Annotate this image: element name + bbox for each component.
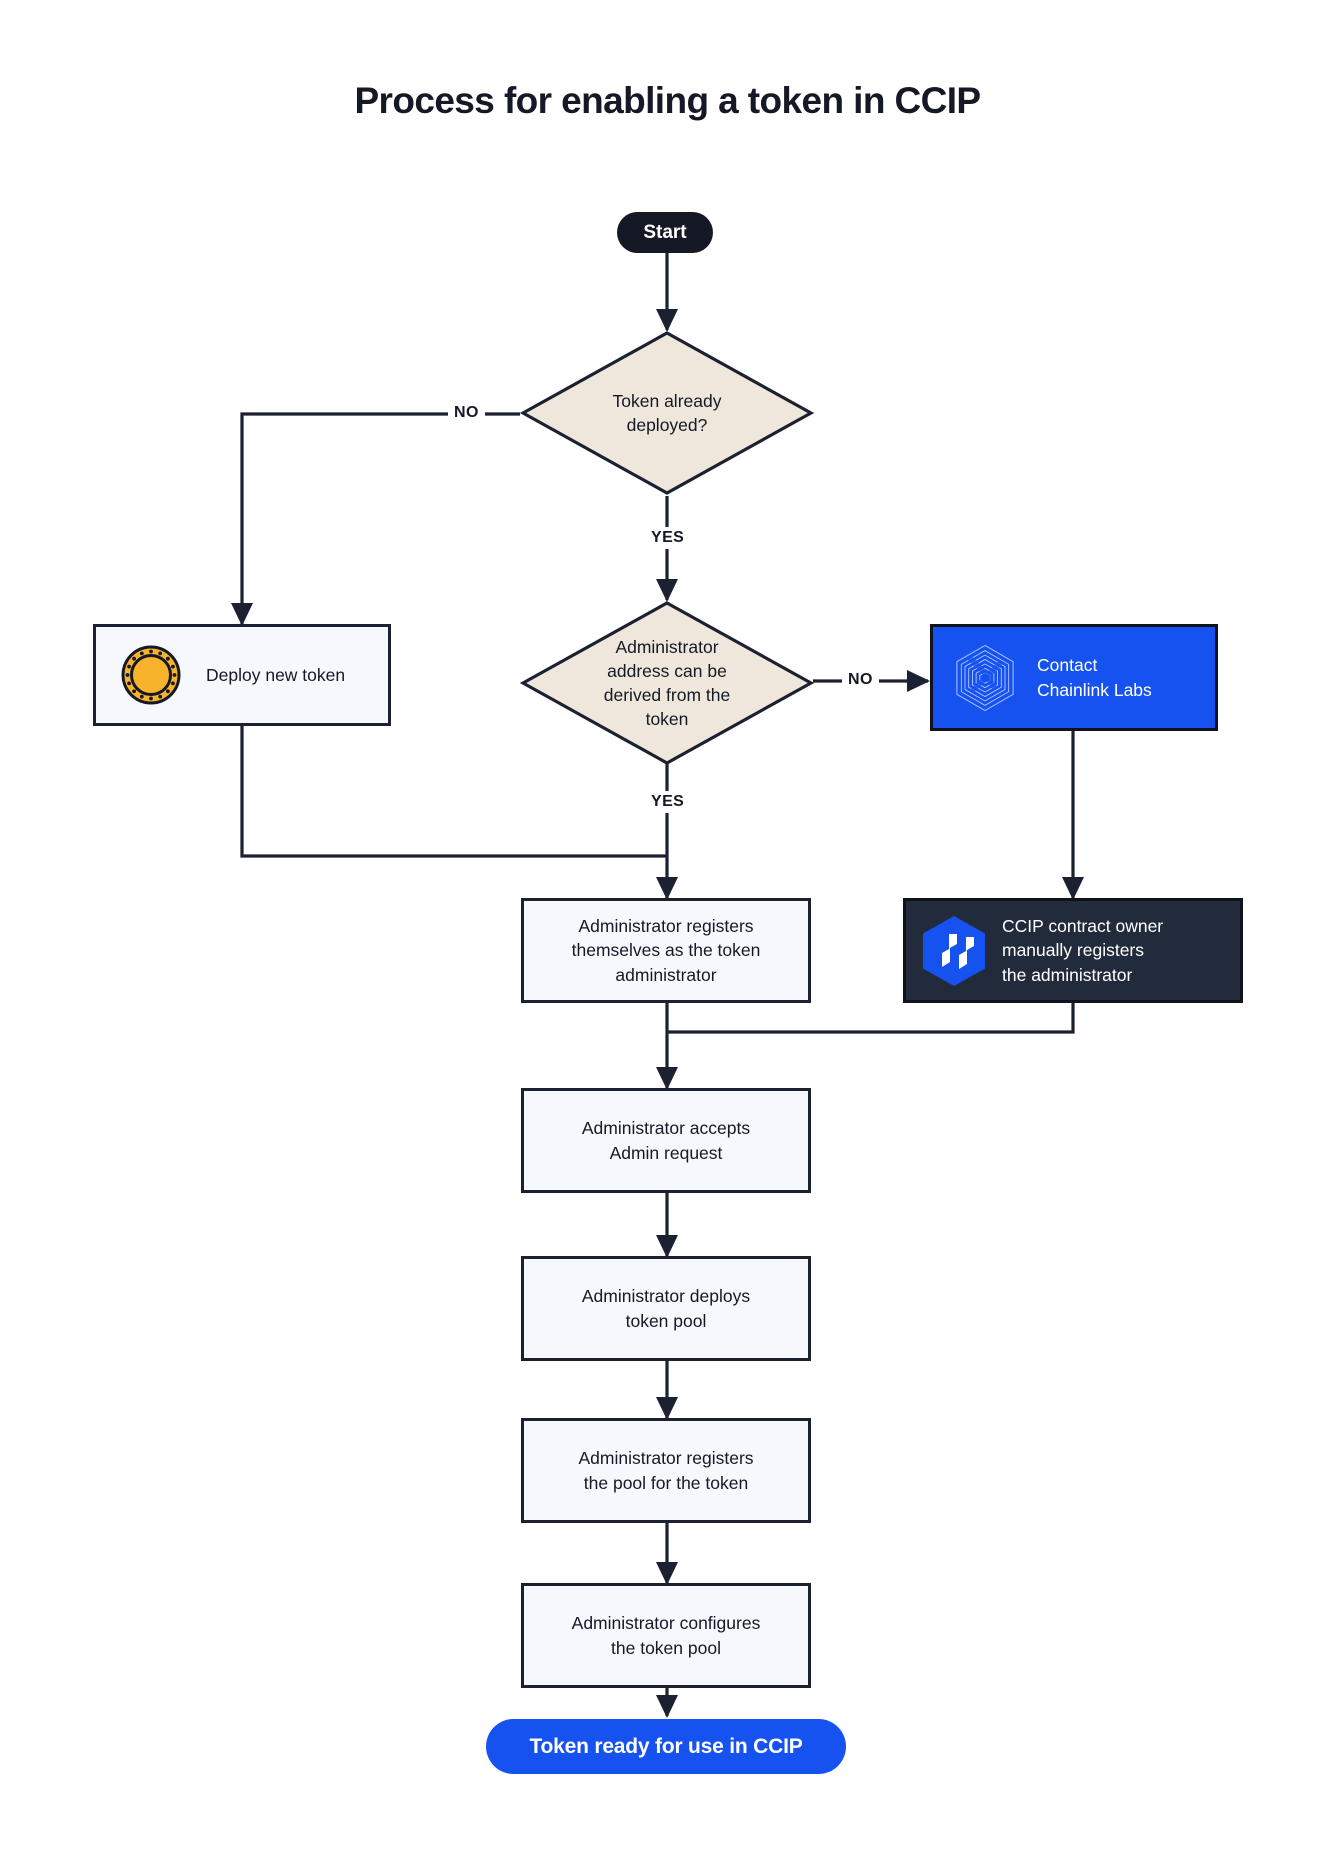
edge-label-yes-token-deployed: YES: [645, 527, 691, 549]
node-ccip-owner-registers-admin-label: CCIP contract owner manually registers t…: [1002, 914, 1163, 986]
text-line: administrator: [615, 964, 717, 985]
text-line: Administrator deploys: [581, 1286, 751, 1307]
text-line: Administrator registers: [578, 1448, 754, 1469]
node-deploy-new-token[interactable]: Deploy new token: [93, 624, 391, 726]
node-admin-registers-self[interactable]: Administrator registers themselves as th…: [521, 898, 811, 1003]
node-decision-token-deployed[interactable]: Token already deployed?: [520, 330, 814, 496]
node-decision-admin-derivable[interactable]: Administrator address can be derived fro…: [520, 600, 814, 766]
gold-coin-icon: [96, 644, 206, 706]
text-line: Chainlink Labs: [1037, 679, 1152, 700]
text-line: Contact: [1037, 655, 1098, 676]
text-line: the token pool: [611, 1637, 721, 1658]
diamond-shape: [520, 601, 814, 765]
text-line: Admin request: [609, 1142, 723, 1163]
diamond-shape: [520, 331, 814, 495]
node-admin-registers-self-label: Administrator registers themselves as th…: [572, 914, 761, 986]
text-line: the administrator: [1002, 964, 1133, 985]
node-contact-chainlink-labs[interactable]: Contact Chainlink Labs: [930, 624, 1218, 731]
node-admin-accepts-request[interactable]: Administrator accepts Admin request: [521, 1088, 811, 1193]
text-line: the pool for the token: [583, 1472, 749, 1493]
text-line: Administrator registers: [578, 916, 754, 937]
node-contact-chainlink-labs-label: Contact Chainlink Labs: [1037, 653, 1152, 701]
node-admin-configures-pool[interactable]: Administrator configures the token pool: [521, 1583, 811, 1688]
text-line: Administrator configures: [571, 1613, 761, 1634]
text-line: manually registers: [1002, 940, 1144, 961]
ccip-hexagon-logo-icon: [906, 915, 1002, 987]
text-line: token: [645, 709, 689, 730]
node-admin-registers-pool[interactable]: Administrator registers the pool for the…: [521, 1418, 811, 1523]
node-admin-deploys-pool[interactable]: Administrator deploys token pool: [521, 1256, 811, 1361]
text-line: deployed?: [626, 415, 708, 435]
text-line: themselves as the token: [571, 940, 761, 961]
text-line: CCIP contract owner: [1002, 916, 1164, 937]
node-decision-admin-derivable-label: Administrator address can be derived fro…: [520, 600, 814, 766]
node-admin-registers-pool-label: Administrator registers the pool for the…: [578, 1446, 753, 1494]
text-line: address can be: [607, 660, 727, 681]
text-line: Administrator: [615, 636, 719, 657]
node-start-label: Start: [643, 221, 687, 243]
node-admin-deploys-pool-label: Administrator deploys token pool: [582, 1284, 750, 1332]
text-line: Administrator accepts: [581, 1118, 751, 1139]
node-end-label: Token ready for use in CCIP: [529, 1734, 803, 1758]
node-deploy-new-token-label: Deploy new token: [206, 664, 346, 685]
node-start[interactable]: Start: [617, 212, 713, 253]
text-line: Token already: [612, 390, 722, 411]
page-title: Process for enabling a token in CCIP: [354, 80, 981, 121]
node-admin-accepts-request-label: Administrator accepts Admin request: [582, 1116, 750, 1164]
node-admin-configures-pool-label: Administrator configures the token pool: [572, 1611, 761, 1659]
chainlink-labs-logo-icon: [933, 641, 1037, 715]
edge-label-yes-admin-derivable: YES: [645, 791, 691, 813]
node-end[interactable]: Token ready for use in CCIP: [486, 1719, 846, 1774]
node-decision-token-deployed-label: Token already deployed?: [520, 330, 814, 496]
text-line: token pool: [625, 1310, 707, 1331]
edge-label-no-token-deployed: NO: [448, 402, 485, 424]
node-ccip-owner-registers-admin[interactable]: CCIP contract owner manually registers t…: [903, 898, 1243, 1003]
text-line: derived from the: [603, 685, 731, 705]
edge-label-no-admin-derivable: NO: [842, 669, 879, 691]
